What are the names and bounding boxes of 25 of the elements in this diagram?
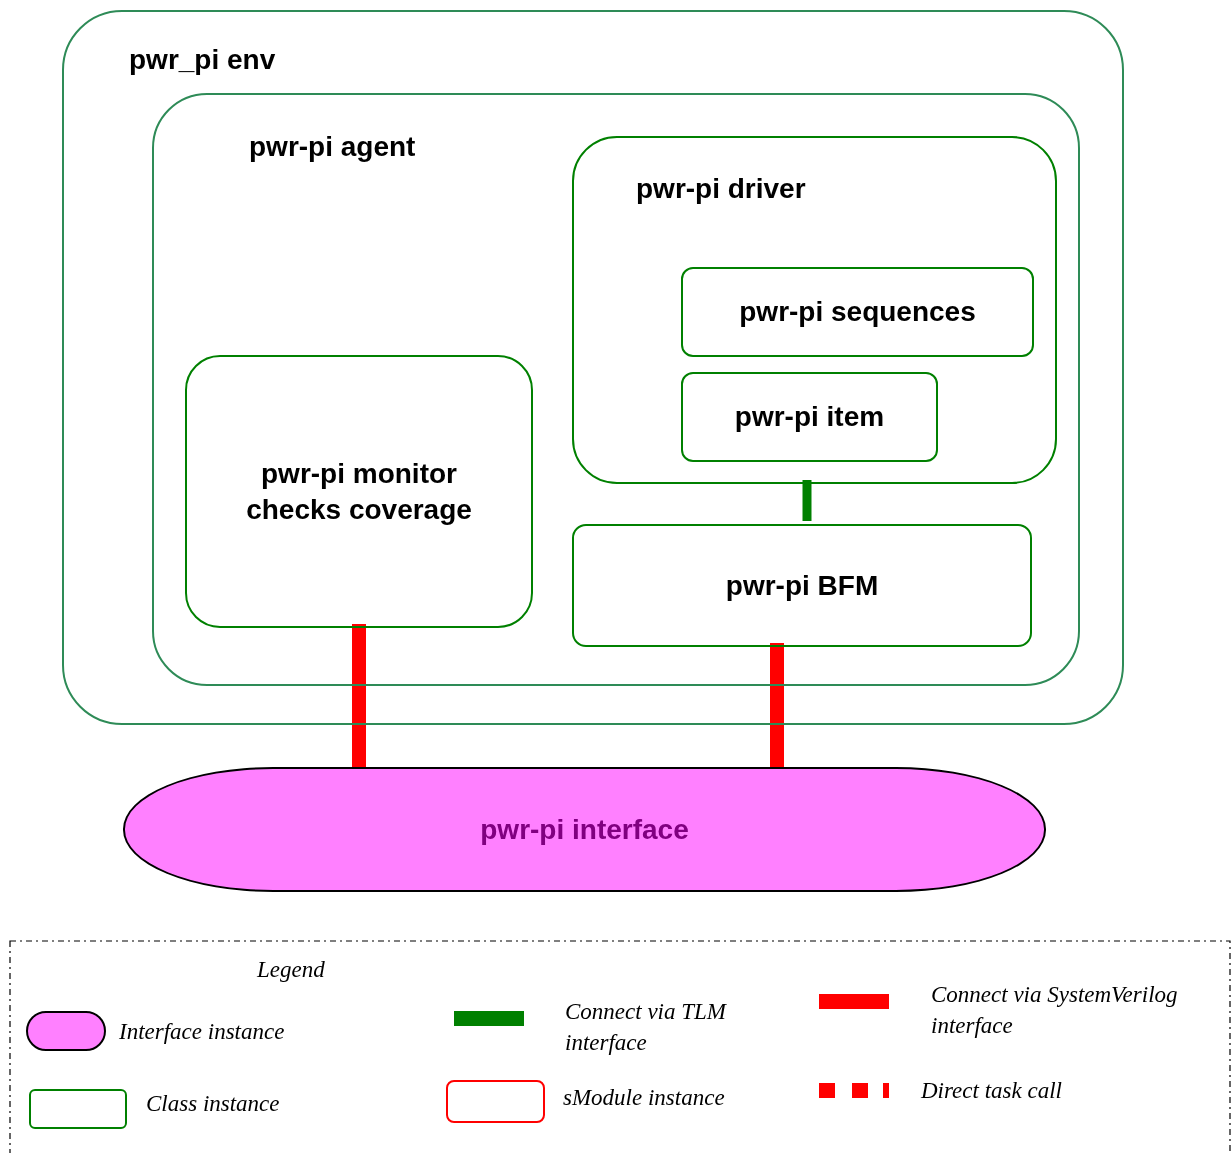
node-title: pwr-pi item bbox=[734, 401, 885, 433]
connector-line bbox=[802, 480, 812, 521]
driver-container bbox=[572, 136, 1057, 484]
connector-line bbox=[352, 624, 366, 768]
node-title: pwr-pi BFM bbox=[725, 569, 879, 602]
legend-text: Connect via SystemVerilog interface bbox=[931, 981, 1179, 1041]
monitor-box bbox=[185, 355, 533, 628]
legend-text: Direct task call bbox=[921, 1077, 1063, 1105]
node-title: pwr-pi driver bbox=[636, 173, 806, 205]
node-title: pwr-pi sequences bbox=[739, 296, 976, 328]
sequences-box bbox=[681, 267, 1034, 357]
environment-container bbox=[62, 10, 1124, 725]
legend-text: Class instance bbox=[146, 1090, 281, 1118]
legend-text: Interface instance bbox=[119, 1018, 286, 1046]
legend-text: sModule instance bbox=[563, 1084, 726, 1112]
node-title: pwr-pi monitor checks coverage bbox=[245, 456, 473, 527]
node-title: pwr-pi interface bbox=[480, 813, 689, 846]
node-title: pwr_pi env bbox=[129, 44, 276, 76]
bfm-box bbox=[572, 524, 1032, 647]
item-box bbox=[681, 372, 938, 462]
node-title: pwr-pi agent bbox=[249, 131, 416, 163]
legend-heading: Legend bbox=[257, 957, 325, 983]
legend-text: Connect via TLM interface bbox=[565, 998, 728, 1058]
connector-line bbox=[770, 643, 784, 768]
agent-container bbox=[152, 93, 1080, 686]
